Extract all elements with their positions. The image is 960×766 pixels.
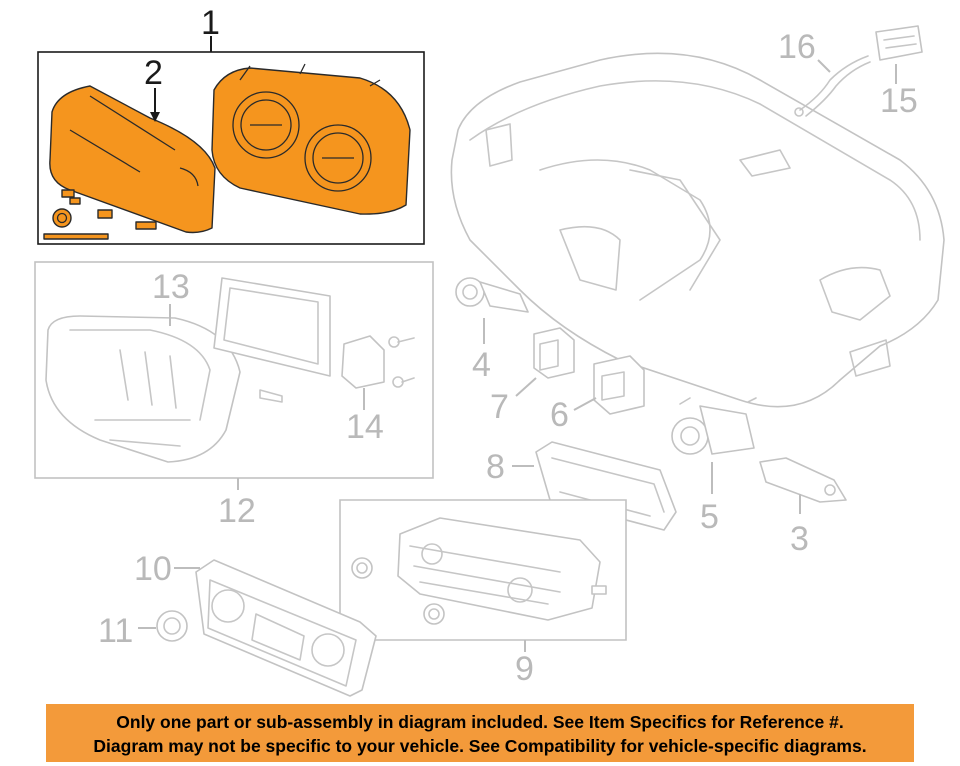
- callout-6: 6: [550, 396, 569, 434]
- part-3-switch[interactable]: [759, 457, 847, 503]
- callout-15: 15: [880, 82, 918, 120]
- callout-14: 14: [346, 408, 384, 446]
- disclaimer-line-2: Diagram may not be specific to your vehi…: [93, 736, 867, 756]
- dashboard-panel-part[interactable]: [450, 52, 945, 408]
- callout-2: 2: [144, 54, 163, 92]
- callout-16: 16: [778, 28, 816, 66]
- callout-10: 10: [134, 550, 172, 588]
- part-11-knob[interactable]: [156, 610, 188, 642]
- disclaimer-banner: Only one part or sub-assembly in diagram…: [46, 704, 914, 762]
- callout-12: 12: [218, 492, 256, 530]
- callout-3: 3: [790, 520, 809, 558]
- part-10-bezel[interactable]: [195, 559, 377, 697]
- callout-8: 8: [486, 448, 505, 486]
- callout-9: 9: [515, 650, 534, 688]
- callout-1: 1: [201, 4, 220, 42]
- group-1-instrument-cluster[interactable]: [37, 36, 425, 245]
- part-16-cable[interactable]: [794, 55, 871, 117]
- part-4-switch[interactable]: [455, 277, 529, 313]
- part-15-connector[interactable]: [875, 25, 923, 61]
- cluster-lens-part[interactable]: [49, 85, 216, 234]
- disclaimer-line-1: Only one part or sub-assembly in diagram…: [116, 712, 844, 732]
- part-5-ignition-switch[interactable]: [671, 397, 757, 455]
- callout-13: 13: [152, 268, 190, 306]
- cluster-small-parts: [43, 189, 157, 240]
- group-12-display-unit[interactable]: [34, 261, 434, 490]
- part-6-switch[interactable]: [593, 355, 645, 415]
- callout-5: 5: [700, 498, 719, 536]
- cluster-body-part[interactable]: [211, 63, 411, 215]
- callout-7: 7: [490, 388, 509, 426]
- callout-4: 4: [472, 346, 491, 384]
- part-7-switch[interactable]: [533, 327, 575, 379]
- group-9-climate-control[interactable]: [339, 499, 627, 652]
- callout-11: 11: [98, 612, 133, 650]
